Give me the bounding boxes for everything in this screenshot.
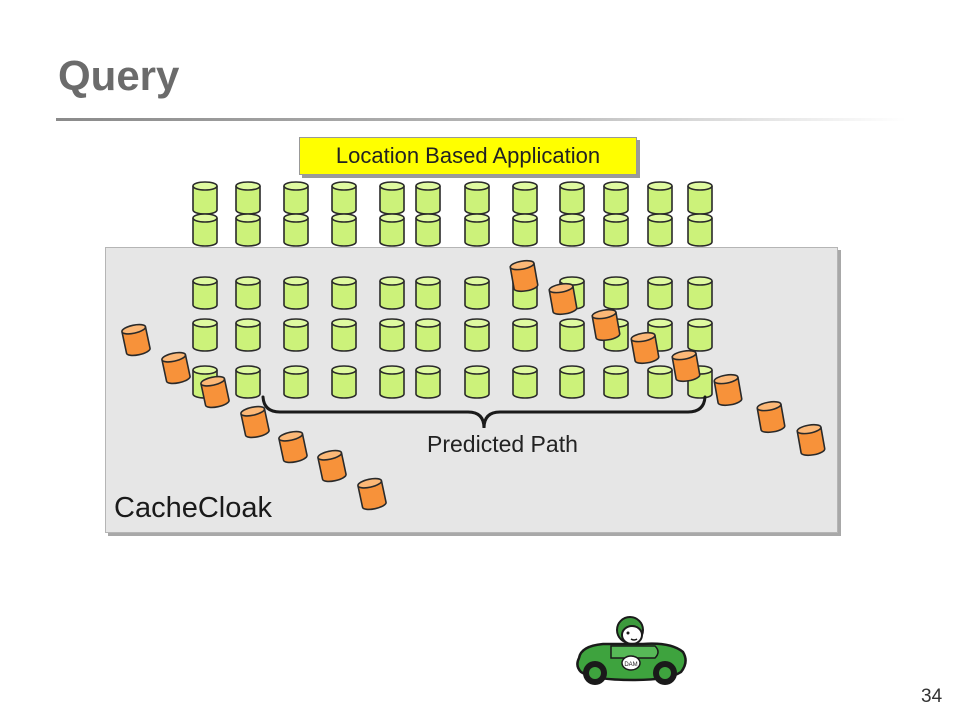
user-locations	[121, 259, 826, 511]
cache-node	[464, 213, 490, 247]
cache-node	[603, 181, 629, 215]
predicted-path-label: Predicted Path	[427, 431, 578, 457]
cache-node	[559, 318, 585, 352]
user-location-node	[548, 282, 578, 316]
cache-node	[331, 276, 357, 310]
cache-node	[192, 181, 218, 215]
cache-node	[559, 365, 585, 399]
cache-node	[235, 213, 261, 247]
cache-node	[283, 318, 309, 352]
cache-node	[415, 276, 441, 310]
cache-node	[235, 365, 261, 399]
cache-node	[379, 181, 405, 215]
cache-node	[647, 276, 673, 310]
cache-node	[687, 213, 713, 247]
cache-node	[331, 318, 357, 352]
user-location-node	[121, 323, 151, 357]
user-location-node	[630, 331, 660, 365]
cache-node	[687, 318, 713, 352]
cache-node	[331, 213, 357, 247]
svg-text:DAM: DAM	[624, 662, 637, 668]
page-number: 34	[921, 686, 943, 707]
cache-node	[379, 318, 405, 352]
cache-node	[192, 276, 218, 310]
cache-node	[283, 276, 309, 310]
cache-node	[283, 181, 309, 215]
cache-node	[283, 365, 309, 399]
user-location-node	[278, 430, 308, 464]
cache-node	[464, 181, 490, 215]
cache-node	[283, 213, 309, 247]
cache-node	[415, 318, 441, 352]
cache-node	[647, 181, 673, 215]
cache-node	[603, 365, 629, 399]
cache-node	[464, 365, 490, 399]
car-icon: DAM	[576, 616, 687, 685]
cache-node	[192, 318, 218, 352]
user-location-node	[591, 308, 621, 342]
predicted-path-brace	[261, 395, 707, 429]
user-location-node	[240, 405, 270, 439]
cache-node	[512, 365, 538, 399]
user-location-node	[756, 400, 786, 434]
cache-node	[512, 318, 538, 352]
user-location-node	[317, 449, 347, 483]
cache-node	[603, 276, 629, 310]
cache-node	[687, 276, 713, 310]
cache-node	[647, 213, 673, 247]
user-location-node	[161, 351, 191, 385]
cache-node	[235, 318, 261, 352]
cache-node	[687, 181, 713, 215]
slide-title: Query	[58, 52, 180, 99]
cache-node	[512, 181, 538, 215]
cache-node	[235, 276, 261, 310]
user-location-node	[509, 259, 539, 293]
cache-node	[559, 181, 585, 215]
cache-node	[331, 365, 357, 399]
cache-node	[235, 181, 261, 215]
cache-node	[603, 213, 629, 247]
cache-node	[415, 213, 441, 247]
cache-node	[464, 318, 490, 352]
cachecloak-label: CacheCloak	[114, 492, 272, 524]
cache-node	[192, 213, 218, 247]
cache-node	[379, 276, 405, 310]
user-location-node	[796, 423, 826, 457]
cache-node	[647, 365, 673, 399]
user-location-node	[713, 373, 743, 407]
user-location-node	[200, 375, 230, 409]
cache-node	[415, 365, 441, 399]
cache-node	[379, 213, 405, 247]
title-underline	[56, 118, 906, 121]
cache-node	[559, 213, 585, 247]
user-location-node	[357, 477, 387, 511]
application-label: Location Based Application	[299, 137, 637, 175]
cache-node	[464, 276, 490, 310]
cache-grid	[192, 181, 713, 399]
cache-node	[415, 181, 441, 215]
cache-node	[379, 365, 405, 399]
user-location-node	[671, 349, 701, 383]
cache-node	[512, 213, 538, 247]
cache-node	[331, 181, 357, 215]
